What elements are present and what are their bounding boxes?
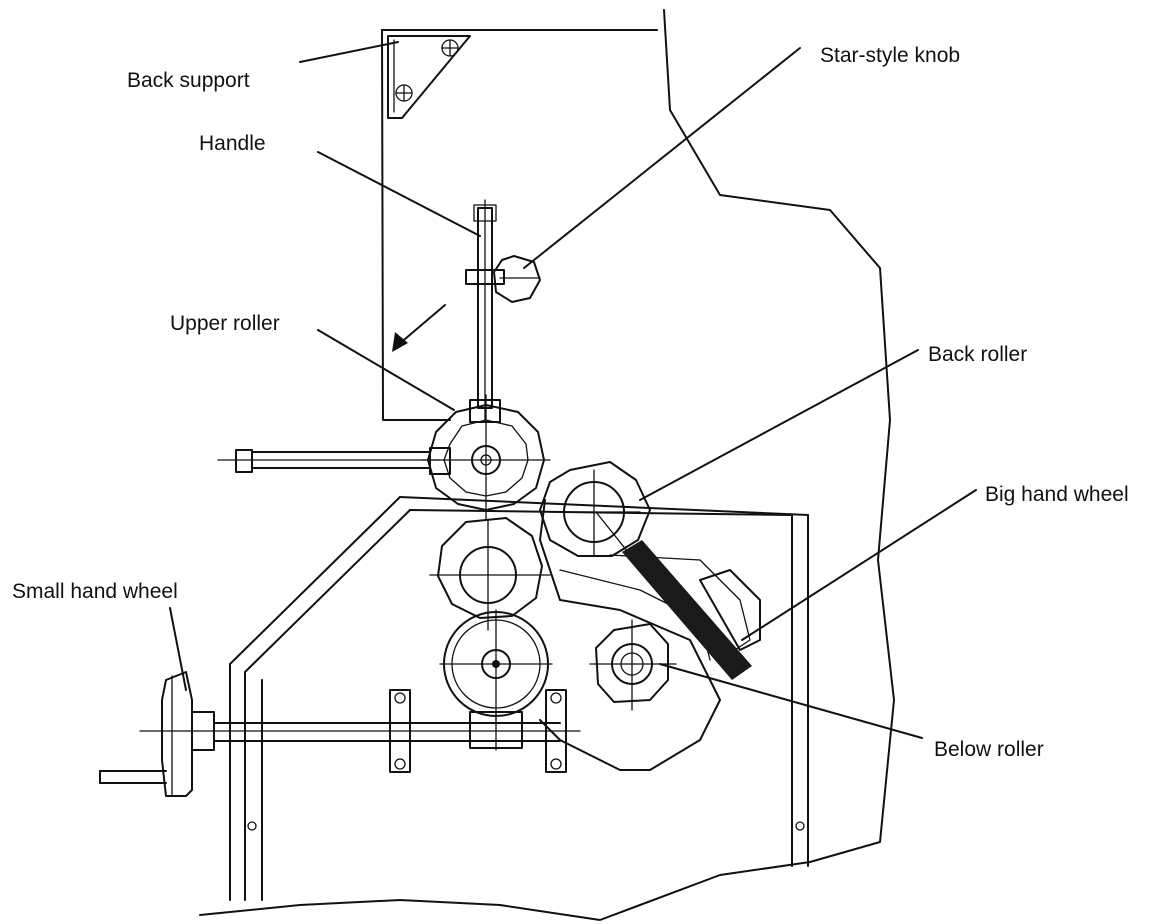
direction-arrow (392, 304, 446, 352)
back-support-bracket (387, 35, 471, 119)
front-lower-roller (429, 517, 551, 631)
leader-big-hand-wheel (741, 489, 977, 641)
label-handle: Handle (199, 132, 266, 155)
leader-small-hand-wheel (169, 607, 187, 691)
leader-handle (317, 151, 481, 237)
label-star-style-knob: Star-style knob (820, 44, 961, 67)
drive-gear (439, 609, 553, 721)
label-upper-roller: Upper roller (170, 312, 280, 335)
leader-back-roller (639, 349, 919, 501)
housing-outline (199, 9, 895, 921)
leader-upper-roller (317, 329, 455, 411)
star-style-knob (493, 255, 541, 303)
leader-back-support (299, 41, 399, 63)
drive-shaft (139, 689, 581, 773)
leader-below-roller (659, 663, 923, 739)
label-small-hand-wheel: Small hand wheel (12, 580, 178, 603)
handle-shaft (465, 199, 505, 423)
base-frame (229, 496, 809, 901)
label-below-roller: Below roller (934, 738, 1044, 761)
leader-star-knob (523, 47, 801, 269)
big-hand-wheel (622, 540, 761, 680)
small-hand-wheel (99, 671, 215, 797)
label-back-support: Back support (127, 69, 250, 92)
upper-roller-shaft (217, 447, 451, 475)
label-back-roller: Back roller (928, 343, 1028, 366)
leader-lines (169, 41, 977, 739)
label-big-hand-wheel: Big hand wheel (985, 483, 1129, 506)
